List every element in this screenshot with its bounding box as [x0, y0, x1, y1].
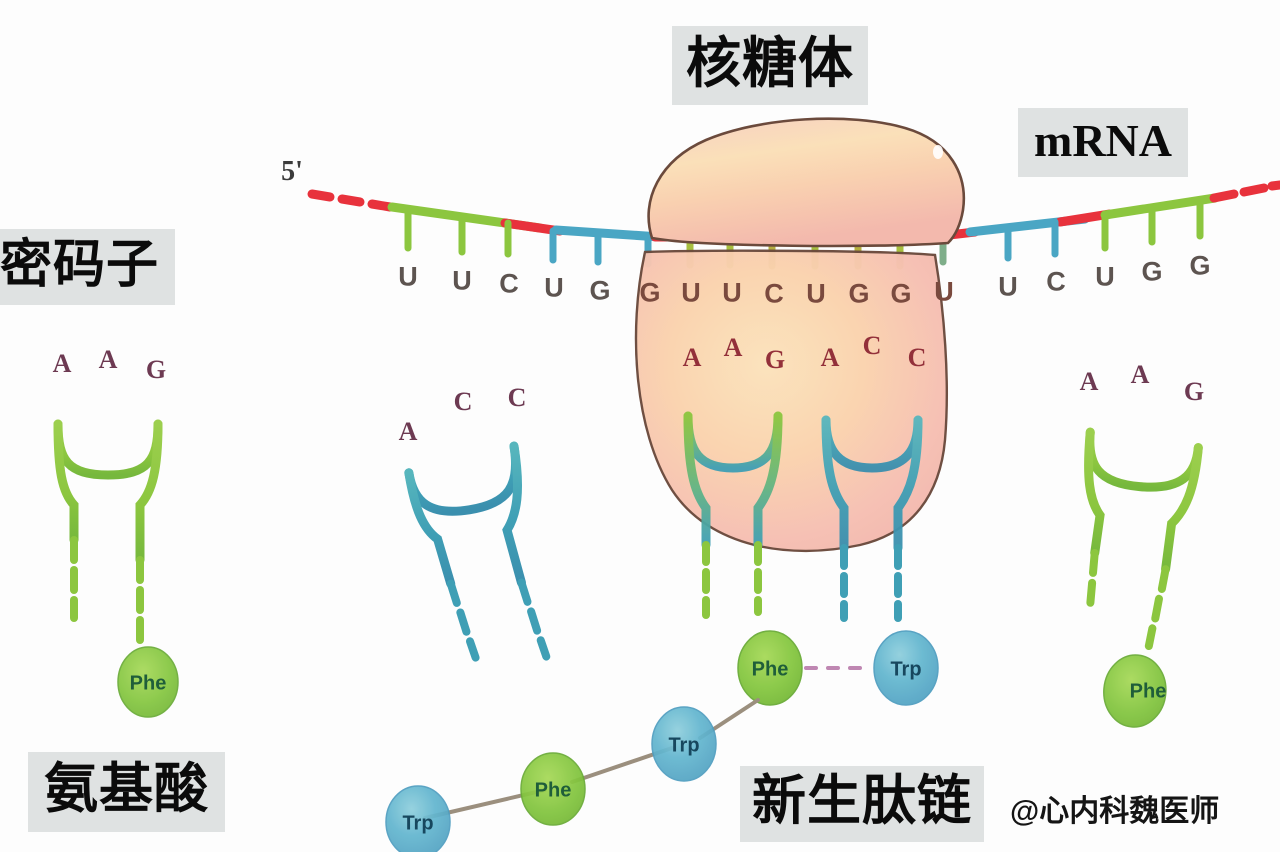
watermark: @心内科魏医师: [1010, 795, 1220, 828]
mrna-base: G: [589, 275, 611, 306]
mrna-base: C: [764, 278, 784, 309]
mrna-base: G: [1141, 256, 1163, 287]
label-codon: 密码子: [0, 229, 176, 305]
mrna-base: G: [890, 278, 912, 309]
anticodon-base: C: [907, 343, 927, 372]
label-ribosome: 核糖体: [672, 26, 869, 105]
mrna-base: U: [806, 278, 826, 309]
nascent-peptide-chain: [385, 698, 760, 852]
anticodon-base: A: [820, 343, 840, 372]
anticodon-base: A: [98, 345, 118, 374]
label-mrna: mRNA: [1018, 108, 1188, 177]
anticodon-base: A: [398, 417, 418, 446]
anticodon-base: A: [682, 343, 702, 372]
mrna-base: U: [681, 277, 701, 308]
trna-right-free: [1084, 378, 1205, 728]
mrna-base: G: [1189, 250, 1211, 281]
mrna-base: U: [998, 271, 1018, 302]
anticodon-base: C: [507, 383, 527, 412]
anticodon-base: A: [1130, 360, 1150, 389]
mrna-base: U: [398, 261, 418, 292]
mrna-base: G: [639, 277, 661, 308]
ribosome: [634, 117, 966, 553]
mrna-base: G: [848, 278, 870, 309]
five-prime-marker: 5': [281, 156, 303, 187]
anticodon-base: A: [52, 349, 72, 378]
anticodon-base: C: [453, 387, 473, 416]
trna-ribosome-a-site: [821, 355, 939, 706]
anticodon-base: A: [1079, 367, 1099, 396]
mrna-base: U: [722, 277, 742, 308]
mrna-base: C: [499, 268, 519, 299]
mrna-base: C: [1046, 266, 1066, 297]
label-peptide-chain: 新生肽链: [740, 766, 984, 842]
trna-ribosome-p-site: [683, 357, 803, 706]
mrna-base: U: [934, 276, 954, 307]
label-amino-acid: 氨基酸: [28, 752, 225, 832]
mrna-base: U: [1095, 261, 1115, 292]
anticodon-base: G: [145, 355, 167, 384]
mrna-base: U: [544, 272, 564, 303]
mrna-base: U: [452, 265, 472, 296]
anticodon-base: A: [723, 333, 743, 362]
anticodon-base: C: [862, 331, 882, 360]
trna-left-free: [53, 365, 179, 718]
anticodon-base: G: [764, 345, 786, 374]
trna-incoming-blue: [400, 388, 551, 662]
anticodon-base: G: [1183, 377, 1205, 406]
